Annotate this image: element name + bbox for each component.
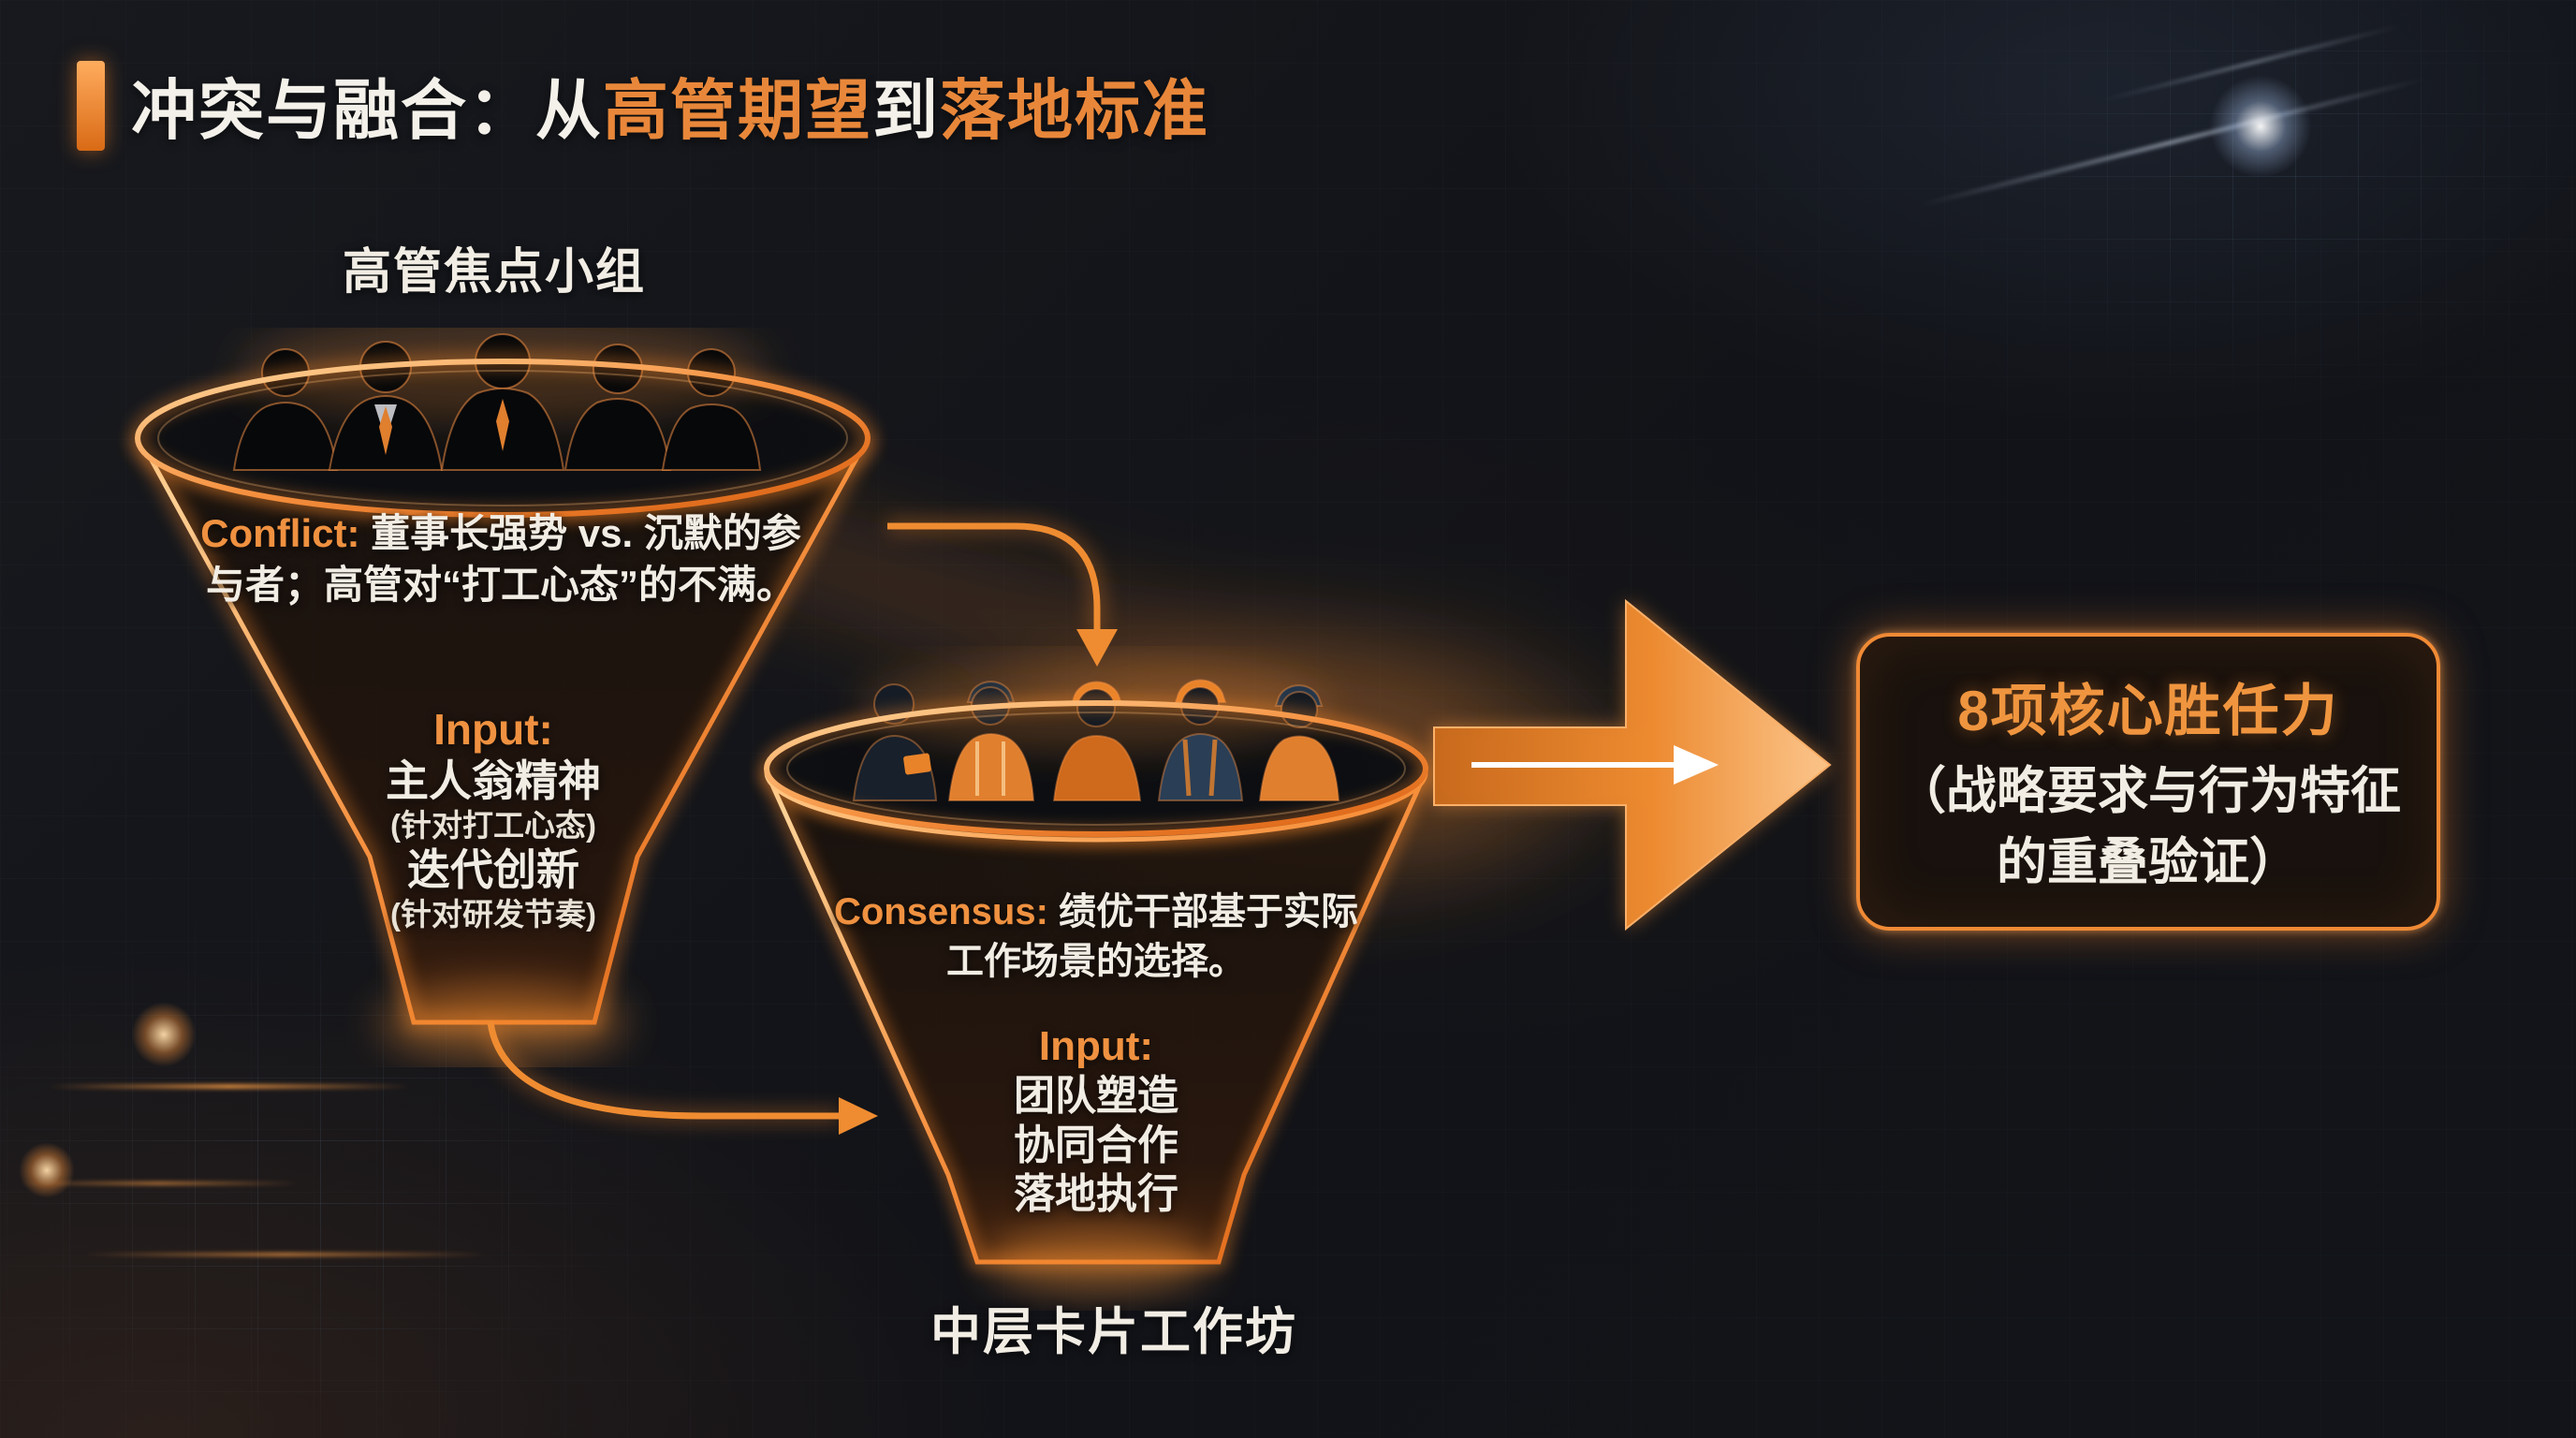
result-subtitle-line: （战略要求与行为特征: [1895, 762, 2401, 819]
result-box: 8项核心胜任力 （战略要求与行为特征 的重叠验证）: [1856, 633, 2440, 931]
input-item: 团队塑造: [1014, 1072, 1178, 1119]
big-arrow-icon: [1433, 598, 1832, 932]
lens-flare-icon: [2209, 75, 2312, 178]
worker-figure: [1157, 679, 1244, 801]
page-header: 冲突与融合：从高管期望到落地标准: [77, 58, 1209, 153]
input-label: Input:: [1038, 1023, 1154, 1069]
title-segment-accent: 高管期望: [603, 74, 872, 147]
middle-funnel: [759, 659, 1433, 1292]
stem-glow: [986, 1228, 1210, 1292]
stem-glow: [381, 987, 624, 1058]
input-item: 迭代创新: [407, 844, 579, 894]
consensus-label: Consensus:: [833, 891, 1048, 932]
middle-funnel-label: 中层卡片工作坊: [930, 1304, 1297, 1360]
executive-silhouettes-icon: [232, 333, 762, 471]
flow-arrow-left-icon: [484, 1020, 878, 1135]
consensus-body: 绩优干部基于实际工作场景的选择。: [946, 891, 1359, 982]
funnel-body: [139, 438, 868, 1022]
conflict-body: 董事长强势 vs. 沉默的参与者；高管对“打工心态”的不满。: [205, 511, 801, 608]
executive-funnel-label: 高管焦点小组: [342, 245, 646, 300]
small-white-arrow-icon: [1471, 745, 1719, 785]
lens-flare-icon: [131, 1002, 197, 1067]
light-streak-icon: [47, 1084, 412, 1089]
flow-arrow-top-icon: [887, 520, 1118, 667]
light-streak-icon: [19, 1181, 300, 1185]
mouth-rim: [764, 700, 1428, 837]
input-item: 主人翁精神: [386, 756, 601, 806]
input-label: Input:: [433, 705, 553, 754]
light-streak-icon: [84, 1253, 487, 1256]
executive-input-list: Input: 主人翁精神 (针对打工心态) 迭代创新 (针对研发节奏): [212, 704, 774, 933]
lens-flare-icon: [19, 1142, 75, 1198]
title-accent-bar: [77, 60, 105, 151]
title-segment-accent: 落地标准: [940, 74, 1209, 147]
title-segment: 冲突与融合：从: [131, 74, 603, 147]
middle-input-list: Input: 团队塑造 协同合作 落地执行: [881, 1022, 1311, 1220]
input-item: 协同合作: [1014, 1122, 1178, 1168]
page-title: 冲突与融合：从高管期望到落地标准: [131, 58, 1209, 153]
mouth-inner-rim: [786, 712, 1406, 826]
input-item: 落地执行: [1014, 1171, 1178, 1218]
result-subtitle-line: 的重叠验证）: [1997, 833, 2300, 890]
conflict-text: Conflict: 董事长强势 vs. 沉默的参与者；高管对“打工心态”的不满。: [192, 507, 810, 611]
result-subtitle: （战略要求与行为特征 的重叠验证）: [1895, 756, 2401, 898]
conflict-label: Conflict:: [200, 511, 360, 555]
executive-figure: [328, 341, 444, 471]
result-title: 8项核心胜任力: [1957, 679, 2339, 742]
grid-patch-top-right: [1919, 0, 2576, 412]
mouth-rim: [135, 359, 871, 518]
mouth-inner-rim: [157, 370, 848, 506]
input-item-note: (针对打工心态): [390, 808, 596, 844]
consensus-text: Consensus: 绩优干部基于实际工作场景的选择。: [825, 888, 1368, 987]
input-item-note: (针对研发节奏): [390, 897, 596, 932]
title-segment: 到: [872, 74, 940, 147]
funnel-body: [767, 772, 1426, 1262]
executive-funnel: [131, 328, 875, 1058]
